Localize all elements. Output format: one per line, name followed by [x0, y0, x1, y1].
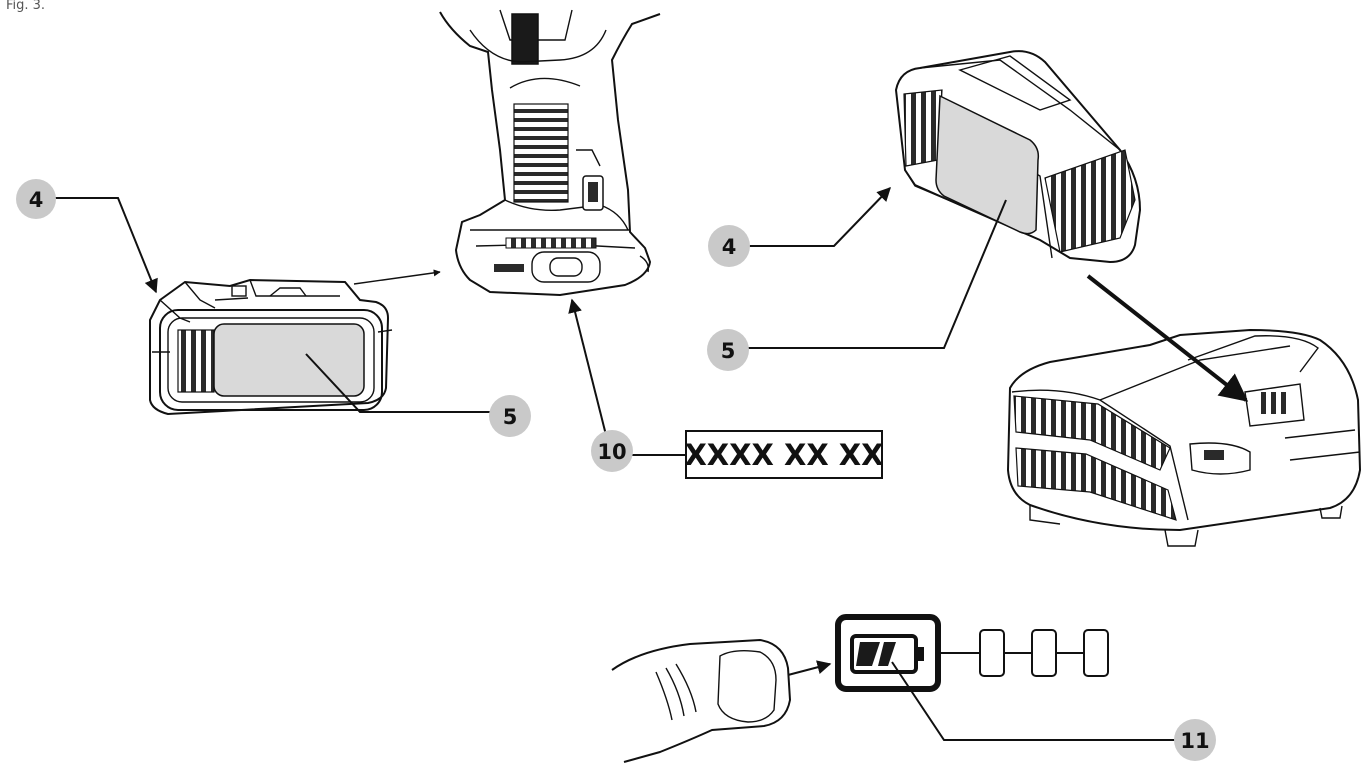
battery-icon — [850, 634, 924, 674]
battery-pack-right — [894, 50, 1142, 264]
battery-pack-left — [149, 278, 393, 416]
svg-text:5: 5 — [721, 339, 736, 363]
figure-caption: Fig. 3. — [6, 0, 45, 13]
charge-segment-2 — [1031, 629, 1057, 677]
model-code-box: XXXX XX XX — [684, 430, 884, 479]
charge-level-segments — [940, 629, 1109, 677]
svg-text:4: 4 — [722, 235, 737, 259]
charge-segment-1 — [979, 629, 1005, 677]
charge-segment-3 — [1083, 629, 1109, 677]
drill-tool — [439, 9, 661, 297]
charge-indicator-button — [835, 614, 941, 692]
callout-11: 11 — [891, 661, 1216, 761]
insert-arrow — [353, 269, 441, 285]
charge-direction-arrow — [1086, 274, 1249, 402]
svg-text:10: 10 — [597, 440, 626, 464]
battery-label-panel-left — [213, 323, 365, 397]
callout-10: 10 — [568, 298, 686, 472]
battery-charger — [1006, 328, 1362, 547]
callout-4-left: 4 — [16, 179, 158, 294]
battery-label-panel-right — [935, 94, 1040, 235]
callout-4-right: 4 — [708, 186, 891, 267]
svg-text:XXXX XX XX: XXXX XX XX — [684, 438, 883, 472]
svg-text:11: 11 — [1180, 729, 1209, 753]
svg-text:5: 5 — [503, 405, 518, 429]
callout-5-left: 5 — [305, 353, 531, 437]
callout-5-right: 5 — [707, 199, 1007, 371]
press-arrow — [787, 660, 832, 676]
svg-text:4: 4 — [29, 188, 44, 212]
finger-press — [611, 638, 792, 763]
